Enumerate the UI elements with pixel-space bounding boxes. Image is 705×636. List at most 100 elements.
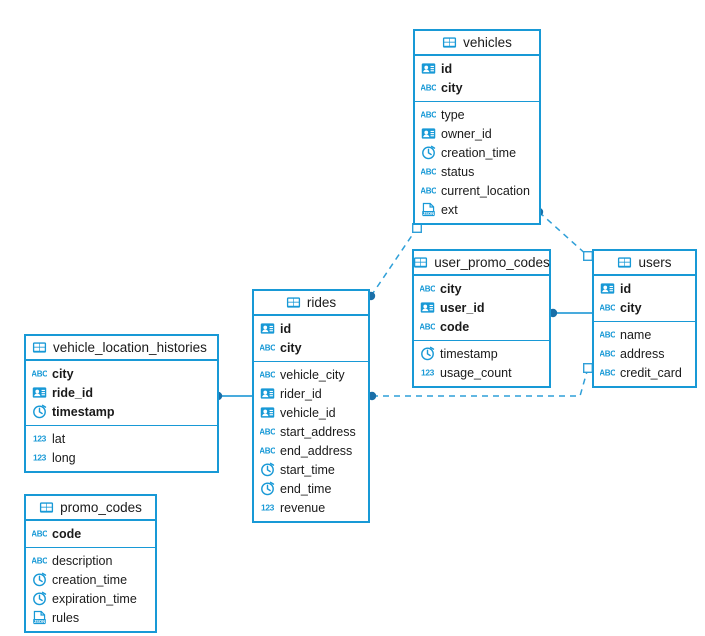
svg-text:ABC: ABC xyxy=(600,331,615,340)
table-header[interactable]: vehicles xyxy=(415,31,539,56)
column-end_time[interactable]: end_time xyxy=(254,479,368,498)
abc-text-icon: ABC xyxy=(260,443,275,458)
column-user_id[interactable]: user_id xyxy=(414,298,549,317)
column-city[interactable]: ABC city xyxy=(594,298,695,317)
svg-text:ABC: ABC xyxy=(600,350,615,359)
abc-text-icon: ABC xyxy=(420,281,435,296)
table-header[interactable]: users xyxy=(594,251,695,276)
column-long[interactable]: 123 long xyxy=(26,448,217,467)
column-current_location[interactable]: ABC current_location xyxy=(415,181,539,200)
key-id-icon xyxy=(260,321,275,336)
column-label: id xyxy=(280,321,292,336)
column-label: long xyxy=(52,450,76,465)
column-id[interactable]: id xyxy=(594,279,695,298)
column-label: city xyxy=(280,340,302,355)
column-vehicle_id[interactable]: vehicle_id xyxy=(254,403,368,422)
column-label: vehicle_id xyxy=(280,405,336,420)
svg-text:ABC: ABC xyxy=(421,84,436,93)
abc-text-icon: ABC xyxy=(260,340,275,355)
column-name[interactable]: ABC name xyxy=(594,325,695,344)
clock-icon xyxy=(32,591,47,606)
number-icon: 123 xyxy=(32,450,47,465)
column-city[interactable]: ABC city xyxy=(415,78,539,97)
svg-text:123: 123 xyxy=(421,368,435,378)
column-owner_id[interactable]: owner_id xyxy=(415,124,539,143)
column-start_time[interactable]: start_time xyxy=(254,460,368,479)
column-timestamp[interactable]: timestamp xyxy=(414,344,549,363)
abc-text-icon: ABC xyxy=(600,300,615,315)
column-start_address[interactable]: ABC start_address xyxy=(254,422,368,441)
table-header[interactable]: promo_codes xyxy=(26,496,155,521)
abc-text-icon: ABC xyxy=(600,346,615,361)
column-creation_time[interactable]: creation_time xyxy=(26,570,155,589)
svg-text:ABC: ABC xyxy=(421,168,436,177)
column-label: name xyxy=(620,327,652,342)
table-header[interactable]: vehicle_location_histories xyxy=(26,336,217,361)
column-ride_id[interactable]: ride_id xyxy=(26,383,217,402)
column-rider_id[interactable]: rider_id xyxy=(254,384,368,403)
table-icon xyxy=(39,500,54,515)
key-id-icon xyxy=(600,281,615,296)
abc-text-icon: ABC xyxy=(421,183,436,198)
column-label: code xyxy=(440,319,470,334)
column-label: rules xyxy=(52,610,80,625)
abc-text-icon: ABC xyxy=(260,424,275,439)
abc-text-icon: ABC xyxy=(420,319,435,334)
column-creation_time[interactable]: creation_time xyxy=(415,143,539,162)
column-label: ext xyxy=(441,202,458,217)
svg-text:ABC: ABC xyxy=(600,304,615,313)
clock-icon xyxy=(421,145,436,160)
column-id[interactable]: id xyxy=(254,319,368,338)
column-code[interactable]: ABC code xyxy=(414,317,549,336)
svg-text:ABC: ABC xyxy=(600,369,615,378)
table-header[interactable]: user_promo_codes xyxy=(414,251,550,276)
svg-text:ABC: ABC xyxy=(420,323,435,332)
column-id[interactable]: id xyxy=(415,59,539,78)
abc-text-icon: ABC xyxy=(32,526,47,541)
table-icon xyxy=(442,35,457,50)
clock-icon xyxy=(260,462,275,477)
column-expiration_time[interactable]: expiration_time xyxy=(26,589,155,608)
column-label: start_address xyxy=(280,424,356,439)
abc-text-icon: ABC xyxy=(421,164,436,179)
column-city[interactable]: ABC city xyxy=(254,338,368,357)
table-title: promo_codes xyxy=(60,500,142,515)
column-timestamp[interactable]: timestamp xyxy=(26,402,217,421)
edge-endpoint-square xyxy=(583,363,594,374)
abc-text-icon: ABC xyxy=(32,553,47,568)
column-label: city xyxy=(620,300,642,315)
column-label: city xyxy=(441,80,463,95)
clock-icon xyxy=(260,481,275,496)
column-label: current_location xyxy=(441,183,530,198)
table-header[interactable]: rides xyxy=(254,291,368,316)
svg-text:ABC: ABC xyxy=(421,111,436,120)
table-icon xyxy=(617,255,632,270)
column-label: id xyxy=(620,281,632,296)
key-id-icon xyxy=(420,300,435,315)
key-id-icon xyxy=(421,126,436,141)
